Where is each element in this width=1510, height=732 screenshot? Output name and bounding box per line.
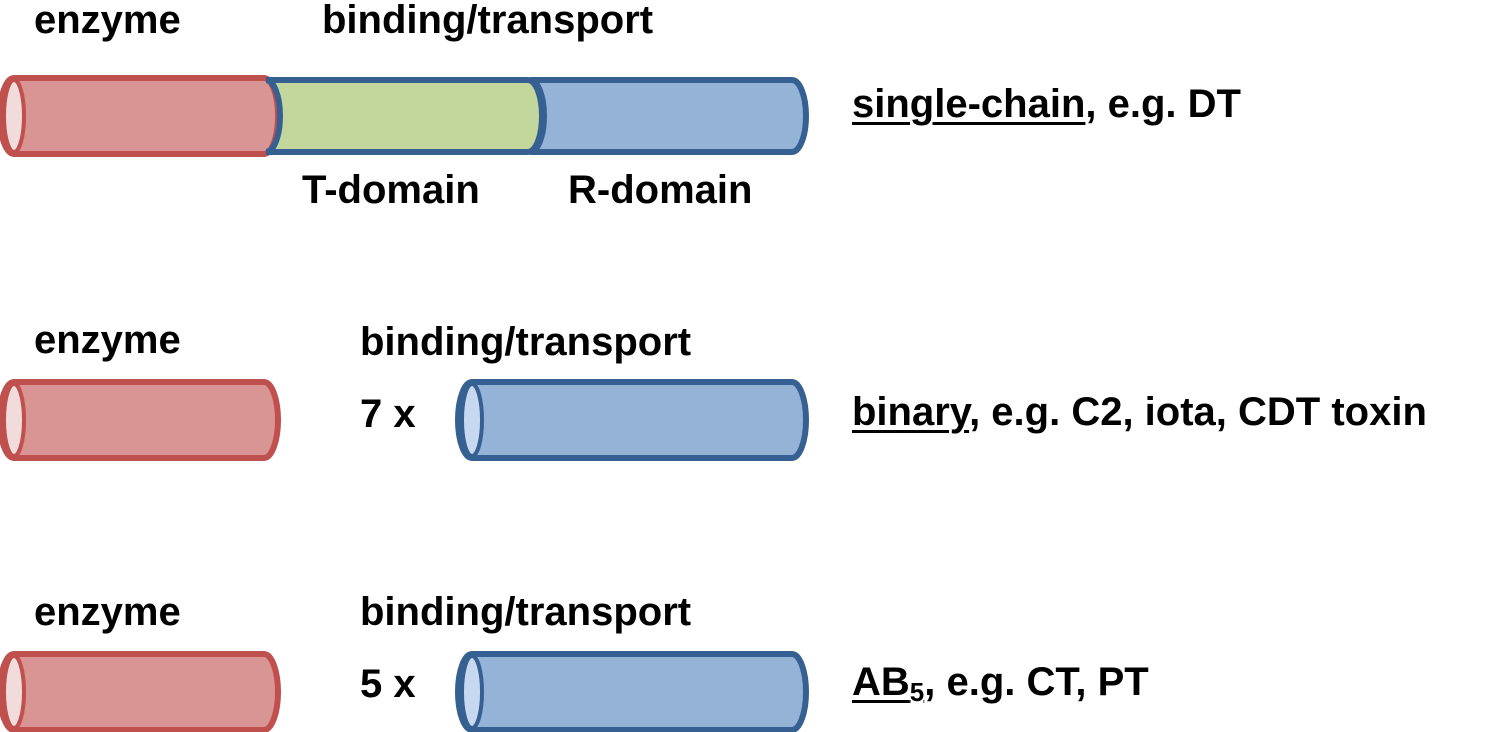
- row3-type-name: AB5: [852, 660, 925, 707]
- row3-binding-cylinder: [455, 651, 809, 732]
- row2-binding-cylinder: [455, 379, 809, 461]
- row2-binding-end: [460, 382, 484, 458]
- row3-type-label: AB5, e.g. CT, PT: [852, 662, 1149, 705]
- row3-type-subscript: 5: [909, 677, 925, 707]
- row2-type-name: binary: [852, 390, 970, 434]
- row2-cylinders: [0, 379, 809, 461]
- row3-binding-end: [460, 654, 484, 730]
- row1-cylinders: [0, 75, 809, 157]
- row3-multiplier: 5 x: [360, 662, 416, 706]
- row2-multiplier: 7 x: [360, 392, 416, 436]
- row2-enzyme-end: [2, 382, 26, 458]
- row1-t-domain-label: T-domain: [302, 168, 480, 212]
- row2-enzyme-label: enzyme: [34, 318, 181, 362]
- row3-type-rest: , e.g. CT, PT: [924, 660, 1149, 704]
- row3-type-name-text: AB: [852, 660, 910, 704]
- row1-binding-label: binding/transport: [322, 0, 654, 42]
- row1-r-domain-cylinder: [529, 77, 809, 155]
- row3-enzyme-end: [2, 654, 26, 730]
- row2-binding-label: binding/transport: [360, 320, 692, 364]
- row3-enzyme-label: enzyme: [34, 590, 181, 634]
- row1-type-name: single-chain: [852, 82, 1086, 126]
- row1-enzyme-end: [2, 78, 26, 154]
- row3-enzyme-cylinder: [0, 651, 281, 732]
- row2-enzyme-cylinder: [0, 379, 281, 461]
- row1-r-domain-label: R-domain: [568, 168, 753, 212]
- row2-type-label: binary, e.g. C2, iota, CDT toxin: [852, 392, 1427, 432]
- row3-binding-label: binding/transport: [360, 590, 692, 634]
- row3-cylinders: [0, 651, 809, 732]
- row1-type-rest: , e.g. DT: [1085, 82, 1241, 126]
- row1-t-domain-cylinder: [265, 77, 545, 155]
- row1-type-label: single-chain, e.g. DT: [852, 84, 1241, 124]
- row2-type-rest: , e.g. C2, iota, CDT toxin: [969, 390, 1427, 434]
- row1-enzyme-cylinder: [0, 75, 281, 157]
- row1-enzyme-label: enzyme: [34, 0, 181, 42]
